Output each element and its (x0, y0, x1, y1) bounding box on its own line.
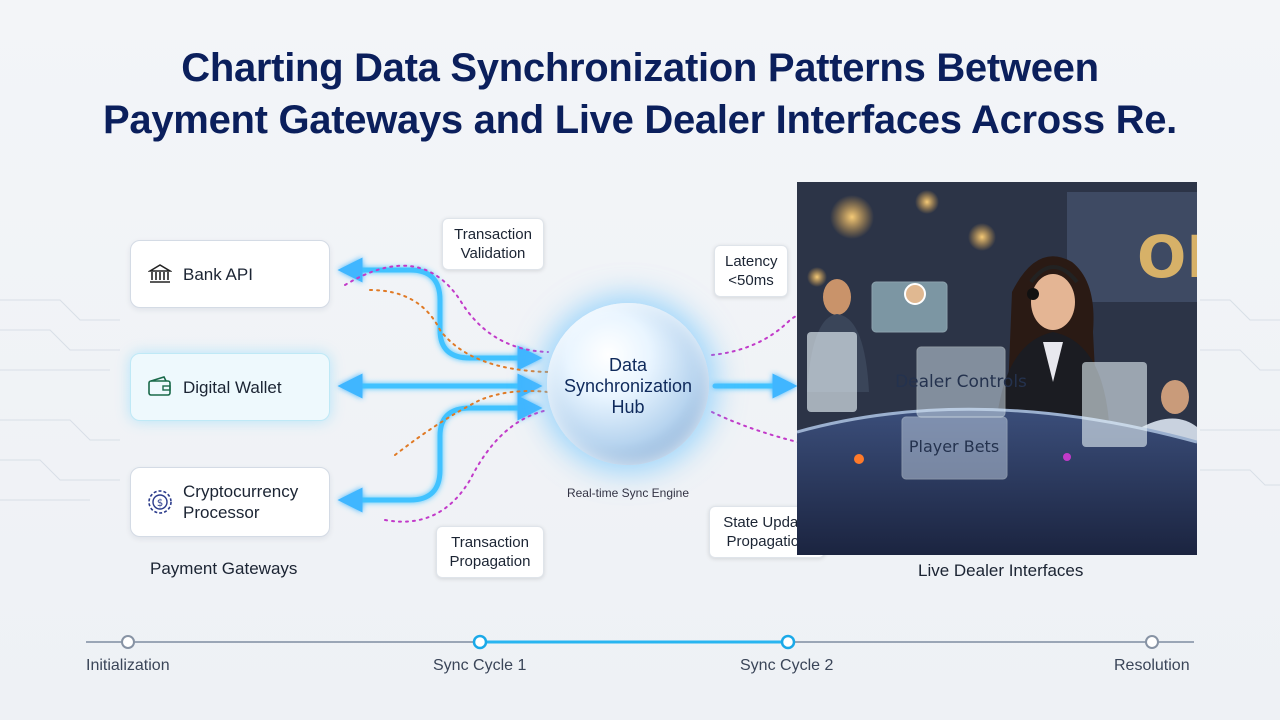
callout-transaction-propagation: Transaction Propagation (436, 526, 544, 578)
callout-latency: Latency <50ms (714, 245, 788, 297)
title-line-1: Charting Data Synchronization Patterns B… (181, 46, 1099, 90)
sync-arrows (337, 257, 798, 513)
gateway-label: Cryptocurrency Processor (183, 482, 299, 522)
timeline (86, 634, 1194, 650)
callout-transaction-validation: Transaction Validation (442, 218, 544, 270)
timeline-marker-resolution[interactable] (1145, 635, 1159, 649)
timeline-label-sync-cycle-1: Sync Cycle 1 (433, 657, 527, 674)
sync-hub-orb[interactable] (547, 303, 709, 465)
bank-icon (147, 261, 173, 287)
timeline-marker-sync-1[interactable] (472, 634, 488, 650)
circuit-pattern-right (1200, 299, 1280, 486)
gateway-crypto-processor[interactable]: $ Cryptocurrency Processor (130, 467, 330, 537)
svg-text:$: $ (157, 498, 163, 509)
gateway-label: Bank API (183, 264, 253, 284)
hub-label: Data Synchronization Hub (563, 355, 693, 417)
dealer-scene-illustration: OI Dealer Controls Player Bets (797, 182, 1197, 555)
timeline-marker-sync-2[interactable] (780, 634, 796, 650)
live-dealer-interfaces-label: Live Dealer Interfaces (918, 561, 1084, 580)
circuit-pattern-left (0, 299, 120, 501)
timeline-label-initialization: Initialization (86, 657, 170, 674)
overlay-dealer-controls-text: Dealer Controls (895, 372, 1027, 392)
title-line-2: Payment Gateways and Live Dealer Interfa… (103, 98, 1177, 142)
page-title: Charting Data Synchronization Patterns B… (0, 42, 1280, 146)
timeline-marker-initialization[interactable] (121, 635, 135, 649)
overlay-player-bets-text: Player Bets (909, 437, 999, 456)
timeline-label-resolution: Resolution (1114, 657, 1190, 674)
timeline-label-sync-cycle-2: Sync Cycle 2 (740, 657, 834, 674)
overlay-dealer-controls: Dealer Controls (895, 372, 1027, 392)
gateway-bank-api[interactable]: Bank API (130, 240, 330, 308)
gateway-label: Digital Wallet (183, 377, 282, 397)
overlay-player-bets: Player Bets (909, 437, 999, 456)
wallet-icon (147, 374, 173, 400)
gateway-digital-wallet[interactable]: Digital Wallet (130, 353, 330, 421)
hub-subtitle: Real-time Sync Engine (566, 486, 690, 500)
crypto-coin-icon: $ (147, 489, 173, 515)
payment-gateways-label: Payment Gateways (150, 559, 298, 578)
svg-text:OI: OI (1137, 223, 1197, 291)
live-dealer-scene: OI Dealer Controls Player Bets (797, 182, 1197, 555)
